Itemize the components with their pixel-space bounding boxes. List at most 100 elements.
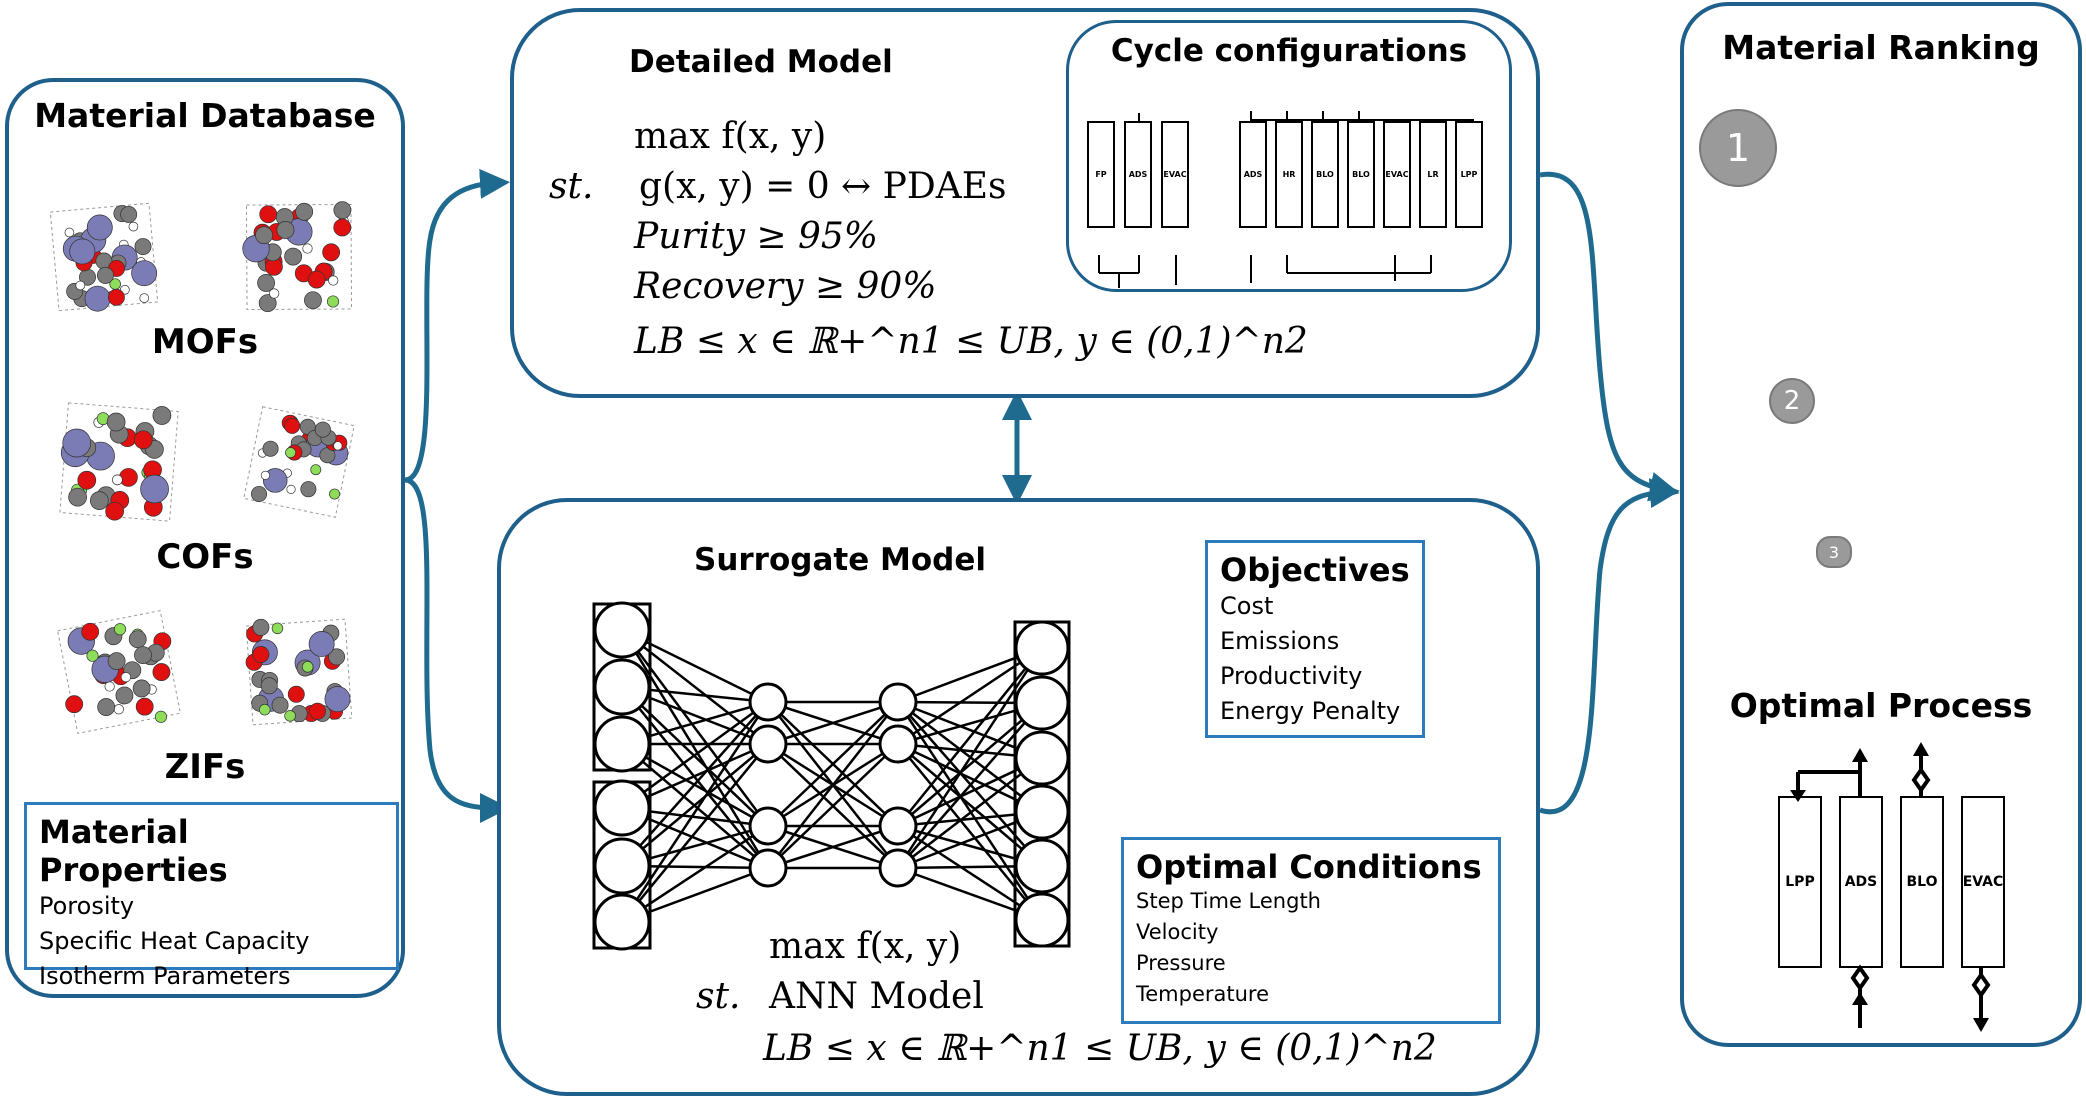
objectives-title: Objectives [1220,551,1410,589]
objective-item: Cost [1220,592,1274,620]
nn-input-node [593,893,651,951]
nn-output-node [1014,675,1070,731]
nn-hidden-node [748,682,788,722]
objective-item: Energy Penalty [1220,697,1401,725]
cycle-column-evac: EVAC [1161,121,1189,228]
process-column-ads: ADS [1839,796,1883,968]
nn-hidden-node [878,806,918,846]
condition-item: Temperature [1136,982,1270,1006]
material-database-panel: Material Database MOFs COFs ZIFs Materia… [5,78,405,998]
nn-input-node [593,779,651,837]
rank-badge-1: 1 [1699,109,1777,187]
cycle-column-lr: LR [1419,121,1447,228]
material-database-title: Material Database [34,96,376,135]
nn-edge [897,646,1043,746]
class-label-zifs: ZIFs [164,747,246,787]
nn-output-node [1014,838,1070,894]
detailed-st: st. [549,166,594,207]
rank-badge-3: 3 [1816,536,1852,568]
nn-edge [767,743,899,869]
nn-edge [897,743,1043,921]
optimal-conditions-box: Optimal Conditions Step Time Length Velo… [1121,837,1501,1024]
nn-hidden-node [878,724,918,764]
material-properties-title: Material Properties [39,813,228,889]
nn-hidden-node [748,848,788,888]
nn-input-node [593,715,651,773]
detailed-model-title: Detailed Model [629,44,893,80]
material-ranking-title: Material Ranking [1722,28,2040,67]
process-column-lpp: LPP [1778,796,1822,968]
property-item: Porosity [39,892,135,920]
nn-hidden-node [748,806,788,846]
nn-output-node [1014,730,1070,786]
arrow-detailed-to-ranking [1539,171,1680,502]
rank-badge-2: 2 [1769,378,1815,424]
class-label-mofs: MOFs [151,322,259,362]
nn-hidden-node [748,724,788,764]
nn-input-node [593,837,651,895]
surrogate-model-title: Surrogate Model [694,542,987,578]
nn-edge [897,743,1043,867]
nn-hidden-node [878,848,918,888]
nn-edge [621,824,769,924]
condition-item: Step Time Length [1136,889,1321,913]
process-column-evac: EVAC [1961,796,2005,968]
property-item: Isotherm Parameters [39,962,291,990]
nn-output-node [1014,620,1070,676]
nn-edge [620,629,770,869]
nn-output-node [1014,784,1070,840]
nn-edge [767,824,899,870]
mof-molecule [49,202,159,312]
cycle-column-hr: HR [1275,121,1303,228]
optimal-conditions-title: Optimal Conditions [1136,848,1482,886]
objective-item: Emissions [1220,627,1340,655]
nn-edge [896,647,1044,869]
nn-edge [897,647,1043,827]
nn-edge [621,686,769,869]
detailed-constraint: Recovery ≥ 90% [634,266,937,307]
cycle-column-fp: FP [1087,121,1115,228]
nn-edge [621,743,769,923]
detailed-constraint: Purity ≥ 95% [634,216,879,257]
cycle-column-ads: ADS [1239,121,1267,228]
condition-item: Pressure [1136,951,1226,975]
objectives-box: Objectives Cost Emissions Productivity E… [1205,540,1425,738]
property-item: Specific Heat Capacity [39,927,310,955]
surrogate-constraint: ANN Model [769,976,984,1017]
process-column-blo: BLO [1900,796,1944,968]
cof-molecule [59,402,179,522]
nn-edge [621,701,769,867]
cycle-column-evac: EVAC [1383,121,1411,228]
detailed-constraint: g(x, y) = 0 ↔ PDAEs [639,166,1007,207]
nn-hidden-node [878,682,918,722]
nn-edge [767,700,899,746]
nn-edge [767,701,899,827]
mof-molecule [242,201,353,313]
detailed-objective: max f(x, y) [634,116,827,157]
objective-item: Productivity [1220,662,1363,690]
class-label-cofs: COFs [156,537,254,577]
zif-molecule [57,610,181,734]
nn-edge [621,700,769,810]
arrow-db-to-surrogate [404,477,510,823]
nn-edge [620,629,770,827]
nn-edge [897,702,1043,869]
cycle-configurations-title: Cycle configurations [1110,33,1468,69]
nn-edge [897,757,1043,869]
optimal-process-title: Optimal Process [1729,686,2033,725]
nn-output-node [1014,892,1070,948]
nn-input-node [593,658,651,716]
nn-edge [621,743,769,867]
condition-item: Velocity [1136,920,1219,944]
surrogate-constraint: LB ≤ x ∈ ℝ+^n1 ≤ UB, y ∈ (0,1)^n2 [763,1028,1437,1069]
cycle-column-lpp: LPP [1455,121,1483,228]
cycle-column-blo: BLO [1347,121,1375,228]
molecule-images [49,201,355,734]
nn-input-node [593,601,651,659]
arrow-db-to-detailed [404,168,510,483]
arrow-surrogate-to-ranking [1539,478,1680,815]
cycle-column-ads: ADS [1124,121,1152,228]
surrogate-objective: max f(x, y) [769,926,962,967]
zif-molecule [245,618,353,726]
